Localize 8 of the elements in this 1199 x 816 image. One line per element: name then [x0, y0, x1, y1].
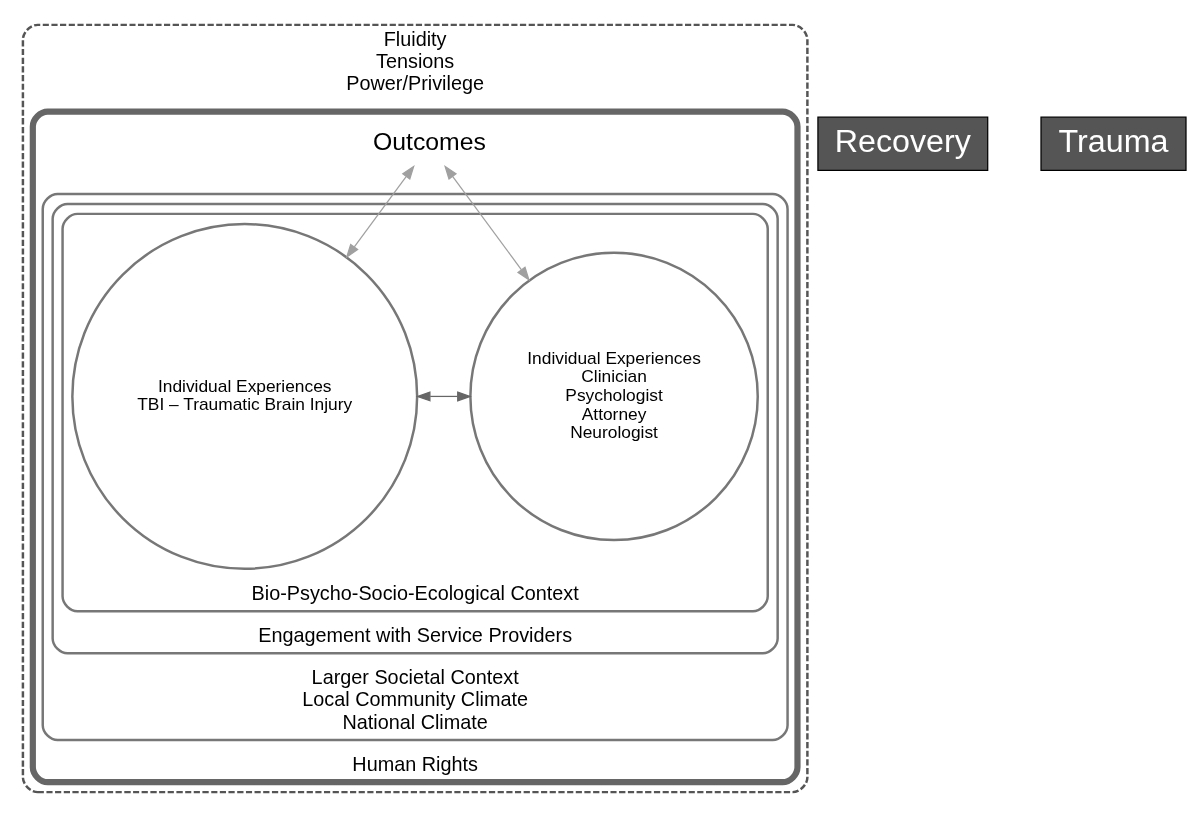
- arrow: [415, 390, 472, 402]
- node-circle: Individual Experiences Clinician Psychologist Attorney Neurologist: [469, 251, 759, 541]
- node-circle: Individual Experiences TBI – Traumatic Brain Injury: [71, 222, 419, 570]
- node-box: Trauma: [1040, 116, 1187, 171]
- arrow: [345, 164, 415, 258]
- arrow: [444, 164, 530, 281]
- node-text: Outcomes: [372, 127, 486, 155]
- node-box: Recovery: [817, 116, 989, 171]
